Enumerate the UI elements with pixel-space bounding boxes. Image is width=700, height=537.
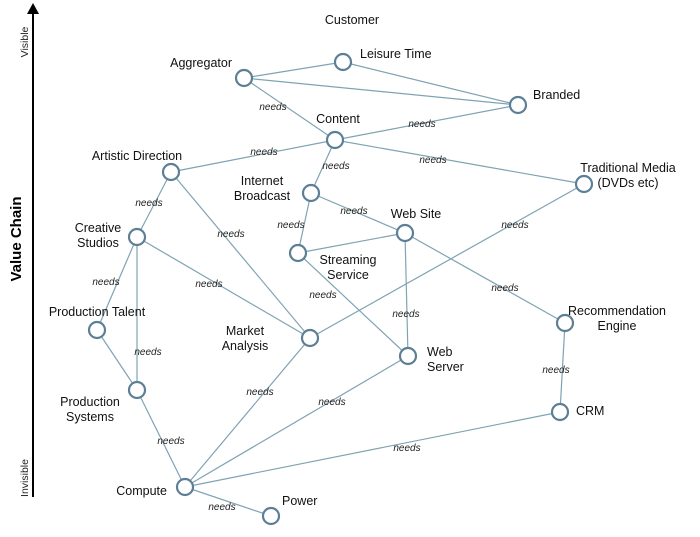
edge-web_site-streaming_service (297, 232, 406, 254)
edge-internet_broadcast-streaming_service (297, 192, 312, 254)
node-crm (550, 402, 570, 422)
node-web-site (395, 223, 415, 243)
edge-label-crm-compute: needs (393, 443, 420, 454)
edge-web_server-compute (184, 355, 409, 488)
axis-top-label: Visible (19, 26, 31, 57)
edge-label-creative_studios-production_talent: needs (92, 277, 119, 288)
node-leisure-time (333, 52, 353, 72)
edge-label-compute-power: needs (208, 502, 235, 513)
edge-label-production_systems-compute: needs (157, 436, 184, 447)
edge-label-artistic_direction-market_analysis: needs (217, 229, 244, 240)
edge-market_analysis-compute (184, 337, 311, 488)
node-streaming-service (288, 243, 308, 263)
edge-internet_broadcast-web_site (310, 192, 406, 234)
edge-aggregator-branded (243, 77, 519, 106)
edge-label-internet_broadcast-web_site: needs (340, 206, 367, 217)
node-label-traditional-media: Traditional Media(DVDs etc) (580, 161, 675, 190)
node-label-aggregator: Aggregator (170, 56, 232, 70)
node-label-branded: Branded (533, 88, 580, 102)
node-compute (175, 477, 195, 497)
node-power (261, 506, 281, 526)
node-label-power: Power (282, 494, 317, 508)
edge-label-creative_studios-production_systems: needs (134, 347, 161, 358)
node-label-compute: Compute (116, 484, 167, 498)
node-label-customer: Customer (325, 13, 379, 27)
edge-traditional_media-market_analysis (309, 183, 585, 339)
node-production-systems (127, 380, 147, 400)
edge-label-streaming_service-web_server: needs (309, 290, 336, 301)
edge-branded-content (334, 104, 519, 141)
edge-label-web_site-recommendation_engine: needs (491, 283, 518, 294)
edge-artistic_direction-creative_studios (136, 171, 172, 238)
edge-label-branded-content: needs (408, 119, 435, 130)
edge-streaming_service-web_server (297, 252, 409, 357)
edge-label-traditional_media-market_analysis: needs (501, 220, 528, 231)
node-aggregator (234, 68, 254, 88)
edge-production_talent-production_systems (96, 329, 138, 391)
edges (96, 61, 585, 517)
edge-label-aggregator-content: needs (259, 102, 286, 113)
edge-label-content-artistic_direction: needs (250, 147, 277, 158)
node-web-server (398, 346, 418, 366)
node-market-analysis (300, 328, 320, 348)
edge-label-web_site-web_server: needs (392, 309, 419, 320)
edge-labels: needs needs needs needs needs needs needs needs… (92, 102, 569, 513)
node-label-leisure-time: Leisure Time (360, 47, 432, 61)
edge-creative_studios-production_talent (96, 236, 138, 331)
node-label-content: Content (316, 112, 360, 126)
edge-label-market_analysis-compute: needs (246, 387, 273, 398)
edge-aggregator-content (243, 77, 336, 141)
edge-compute-power (184, 486, 272, 517)
node-internet-broadcast (301, 183, 321, 203)
edge-label-content-traditional_media: needs (419, 155, 446, 166)
edge-label-content-internet_broadcast: needs (322, 161, 349, 172)
edge-leisure_time-branded (342, 61, 519, 106)
edge-production_systems-compute (136, 389, 186, 488)
axis-arrowhead-icon (27, 3, 39, 14)
edge-web_site-recommendation_engine (404, 232, 566, 324)
edge-artistic_direction-market_analysis (170, 171, 311, 339)
axis-bottom-label: Invisible (19, 459, 31, 497)
edge-recommendation_engine-crm (559, 322, 566, 413)
edge-label-creative_studios-market_analysis: needs (195, 279, 222, 290)
node-label-web-site: Web Site (391, 207, 442, 221)
node-label-crm: CRM (576, 404, 604, 418)
node-traditional-media (574, 174, 594, 194)
edge-label-internet_broadcast-streaming_service: needs (277, 220, 304, 231)
edge-label-web_server-compute: needs (318, 397, 345, 408)
edge-content-internet_broadcast (310, 139, 336, 194)
node-recommendation-engine (555, 313, 575, 333)
axis-title: Value Chain (8, 196, 25, 281)
edge-leisure_time-aggregator (243, 61, 344, 79)
value-chain-axis: Value Chain Visible Invisible (8, 3, 39, 497)
node-branded (508, 95, 528, 115)
node-artistic-direction (161, 162, 181, 182)
edge-crm-compute (184, 411, 561, 488)
nodes (87, 52, 594, 526)
edge-content-traditional_media (334, 139, 585, 185)
edge-content-artistic_direction (170, 139, 336, 173)
edge-creative_studios-market_analysis (136, 236, 311, 339)
edge-label-artistic_direction-creative_studios: needs (135, 198, 162, 209)
node-label-artistic-direction: Artistic Direction (92, 149, 182, 163)
node-content (325, 130, 345, 150)
node-production-talent (87, 320, 107, 340)
edge-web_site-web_server (404, 232, 409, 357)
node-label-production-talent: Production Talent (49, 305, 146, 319)
node-creative-studios (127, 227, 147, 247)
edge-label-recommendation_engine-crm: needs (542, 365, 569, 376)
